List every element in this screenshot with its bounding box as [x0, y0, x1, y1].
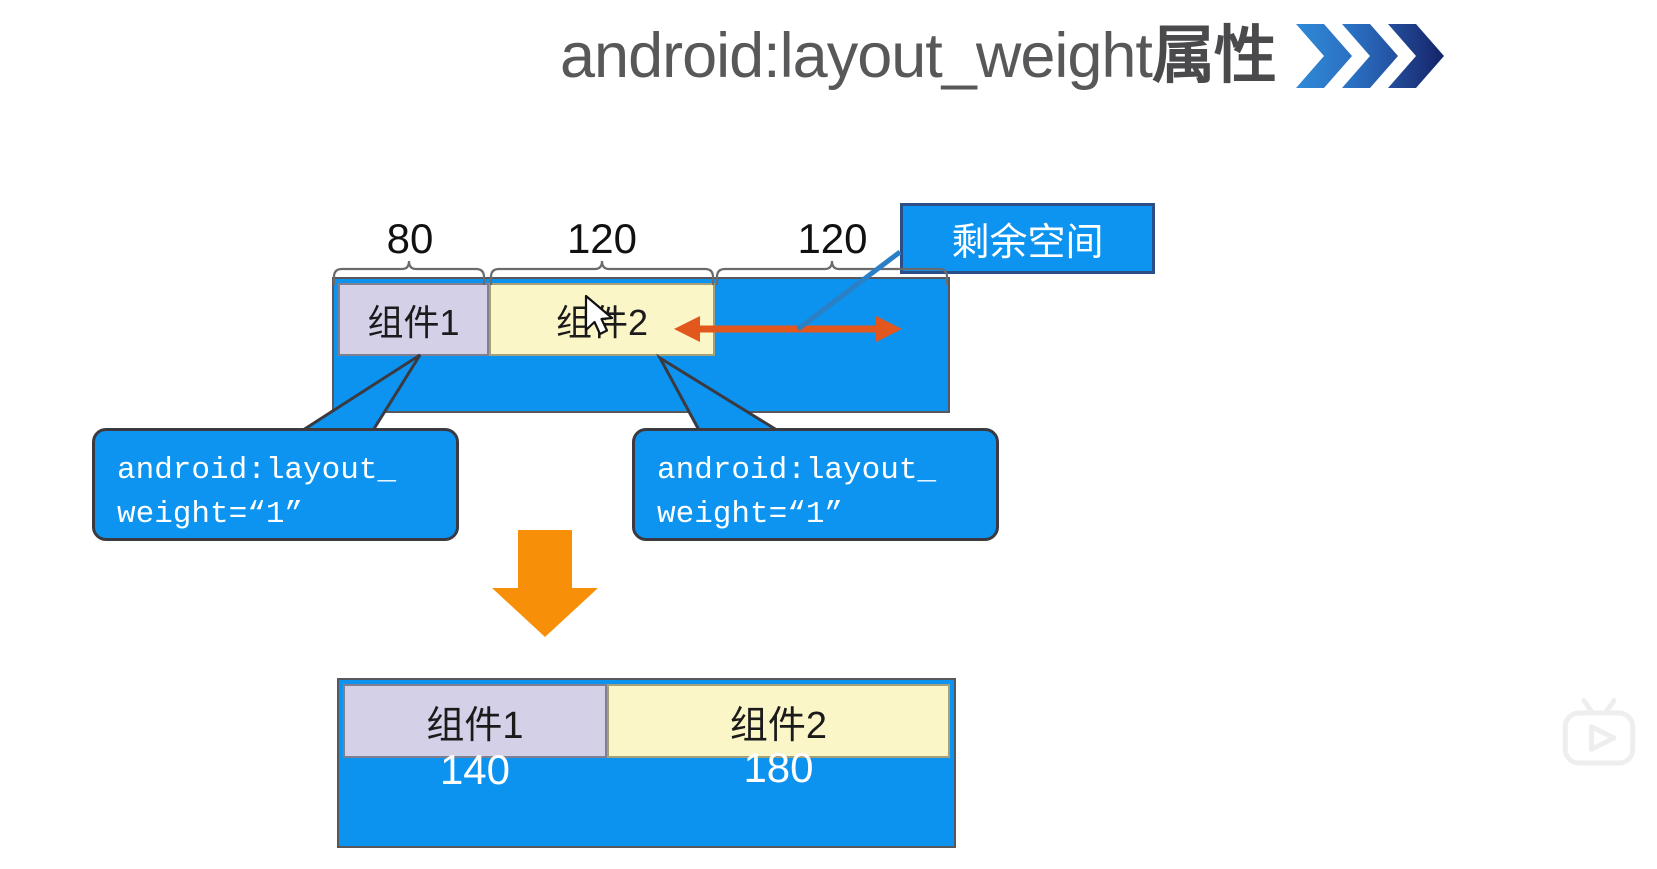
left-callout-bubble: android:layout_ weight=“1” — [92, 428, 459, 541]
before-component-2: 组件2 — [489, 283, 715, 356]
after-component-1-label: 组件1 — [426, 704, 524, 747]
down-arrow-icon — [492, 530, 598, 637]
dimension-label-2: 120 — [566, 215, 638, 262]
title-text-group: android:layout_weight属性 — [560, 24, 1277, 88]
after-component-1-size: 140 — [439, 746, 511, 793]
title-latin-text: android:layout_weight — [560, 20, 1153, 91]
remaining-space-note: 剩余空间 — [900, 203, 1155, 274]
after-component-2-size: 180 — [743, 744, 814, 791]
right-callout-bubble: android:layout_ weight=“1” — [632, 428, 999, 541]
before-component-1-label: 组件1 — [367, 301, 460, 343]
after-component-2: 组件2 — [607, 684, 950, 758]
after-component-1: 组件1 — [343, 684, 607, 758]
before-component-2-label: 组件2 — [555, 301, 649, 343]
page-title: android:layout_weight属性 — [560, 8, 1560, 104]
bilibili-tv-play-icon — [1562, 698, 1636, 766]
after-component-2-label: 组件2 — [729, 704, 828, 747]
before-component-1: 组件1 — [338, 283, 489, 356]
dimension-label-1: 80 — [386, 215, 434, 262]
title-cjk-text: 属性 — [1151, 20, 1277, 91]
remaining-space-note-label: 剩余空间 — [951, 222, 1104, 264]
triple-chevron-right-icon — [1295, 24, 1444, 88]
